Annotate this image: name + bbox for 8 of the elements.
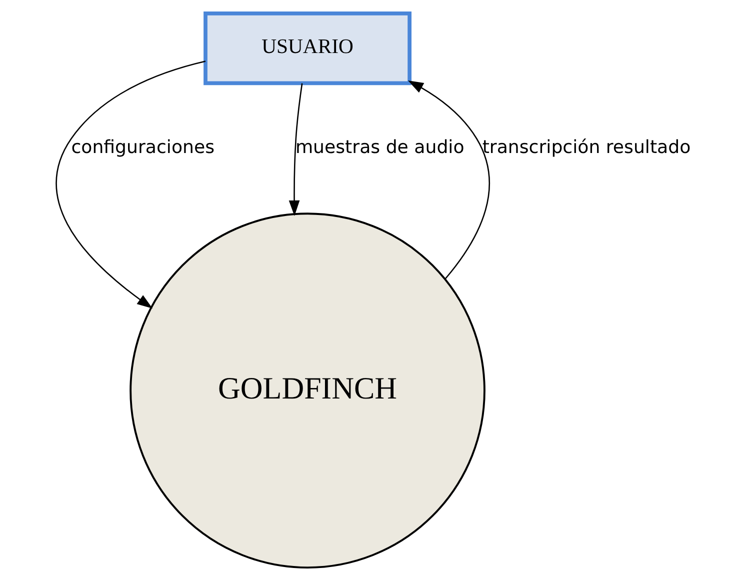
edge-label: configuraciones: [71, 137, 215, 158]
edge-label: transcripción resultado: [482, 137, 691, 158]
node-circle: GOLDFINCH: [130, 212, 486, 568]
arrow: [408, 80, 490, 280]
node-box: USUARIO: [204, 12, 412, 86]
edge-label: muestras de audio: [295, 137, 464, 158]
arrow: [288, 83, 303, 216]
arrow: [56, 60, 206, 308]
